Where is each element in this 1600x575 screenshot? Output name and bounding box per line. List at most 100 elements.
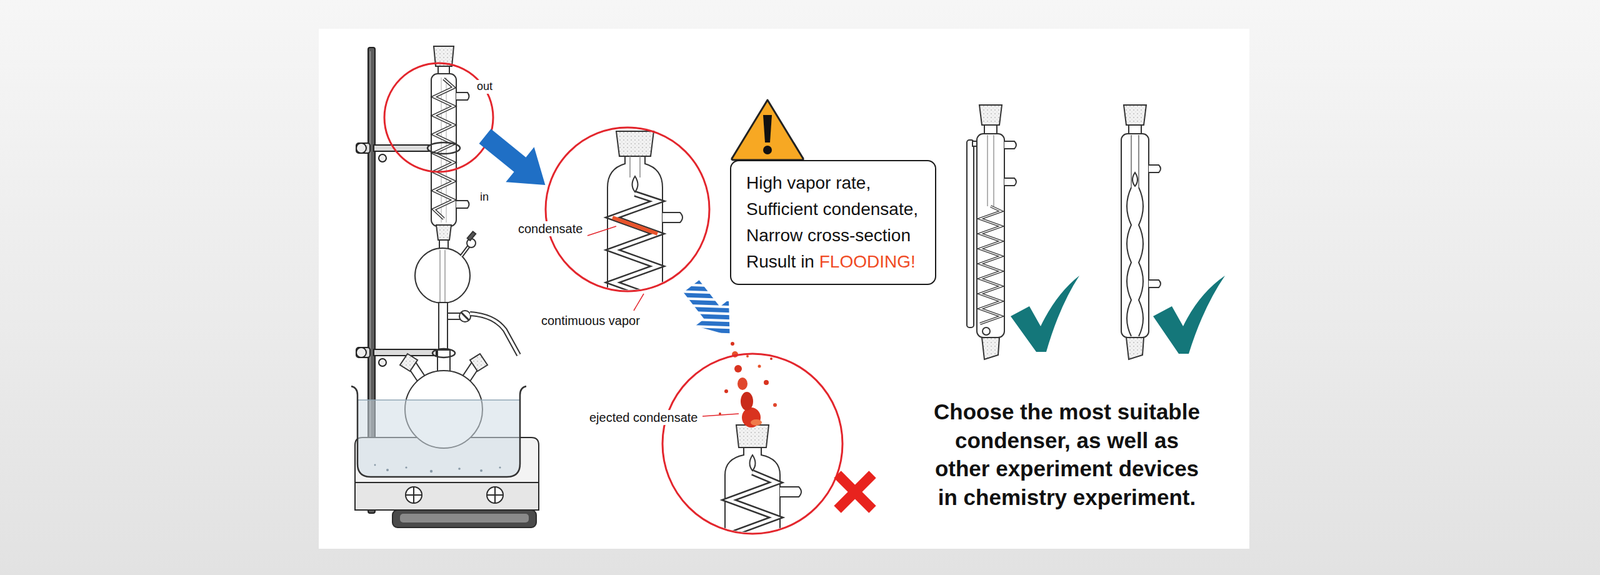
check-mark — [1153, 275, 1225, 354]
ejected-condensate-splash — [750, 419, 762, 426]
alert-text: FLOODING! — [819, 251, 916, 272]
round-flask — [400, 353, 418, 372]
coil-condenser — [982, 327, 990, 335]
condenser-detail — [607, 156, 663, 300]
condenser-detail — [629, 156, 631, 178]
flooding-detail — [750, 455, 756, 471]
hotplate — [405, 486, 422, 504]
zoom-circle — [662, 353, 843, 534]
wrong-mark — [837, 474, 873, 510]
ejected-condensate-splash — [740, 391, 754, 411]
coil-condenser — [966, 140, 974, 328]
text-line: Narrow cross-section — [746, 222, 920, 249]
coil-condenser — [993, 135, 995, 207]
callout-label: condensate — [516, 221, 585, 237]
flooding-detail — [725, 447, 802, 553]
text-line: High vapor rate, — [746, 170, 920, 197]
port-label: in — [478, 190, 491, 205]
bulb-condenser — [1148, 165, 1161, 173]
coil-condenser — [980, 206, 1002, 324]
ejected-condensate-splash — [773, 403, 777, 407]
addition-funnel — [461, 312, 469, 320]
bulb-condenser — [1126, 337, 1144, 360]
coil-condenser — [446, 77, 447, 223]
addition-funnel — [415, 231, 519, 355]
text-line: Rusult inFLOODING! — [746, 248, 920, 275]
bulb-condenser — [1123, 105, 1147, 125]
addition-funnel — [459, 310, 471, 322]
coil-condenser — [984, 125, 997, 134]
warning-text: Sufficient condensate, — [746, 199, 919, 219]
condenser-detail — [607, 131, 683, 300]
bulb-condenser — [1148, 280, 1161, 288]
coil-condenser — [980, 206, 1002, 324]
addition-funnel — [470, 313, 519, 355]
warning-text: High vapor rate, — [746, 173, 871, 193]
hotplate — [400, 513, 529, 523]
clamp — [378, 358, 387, 367]
ejected-condensate-splash — [724, 389, 729, 394]
advice-note: Choose the most suitable condenser, as w… — [929, 397, 1205, 512]
leader-line — [633, 293, 644, 311]
water-bath — [498, 466, 501, 469]
clamp — [356, 143, 370, 154]
warning-icon — [763, 145, 772, 155]
water-bath — [358, 399, 520, 401]
check-mark — [1010, 275, 1080, 352]
bulb-condenser — [1121, 105, 1161, 360]
clamp — [378, 154, 387, 162]
ejected-condensate-splash — [730, 341, 735, 346]
bulb-condenser — [1126, 187, 1132, 337]
ejected-condensate-splash — [737, 377, 748, 390]
port-label: out — [475, 80, 495, 94]
addition-funnel — [461, 246, 469, 257]
condenser-detail — [616, 131, 654, 157]
condenser-detail — [662, 212, 683, 223]
bulb-condenser — [1138, 187, 1144, 337]
condenser-detail — [612, 193, 658, 299]
coil-condenser — [456, 200, 470, 209]
ejected-condensate-splash — [746, 355, 749, 358]
check-mark — [1010, 275, 1225, 354]
clamp-jaw — [432, 348, 455, 358]
coil-condenser — [1004, 178, 1017, 186]
callout-label: contimuous vapor — [539, 313, 642, 329]
bulb-condenser — [1130, 135, 1132, 188]
bulb-condenser — [1138, 135, 1140, 188]
hotplate — [392, 510, 537, 528]
warning-text: Narrow cross-section — [746, 225, 911, 245]
wrong-mark — [837, 474, 873, 510]
panel — [318, 28, 1250, 549]
coil-condenser — [433, 78, 454, 219]
callout-label: ejected condensate — [587, 410, 700, 425]
warning-text: Rusult in — [746, 251, 815, 272]
condenser-detail — [632, 176, 639, 192]
clamp-jaw — [427, 142, 460, 154]
ejected-condensate-splash — [770, 357, 773, 360]
zoom-circle — [545, 127, 710, 292]
flooding-detail — [728, 472, 777, 553]
ejected-condensate-splash — [758, 365, 762, 369]
coil-condenser — [1004, 141, 1017, 149]
water-bath — [430, 470, 433, 473]
addition-funnel — [444, 250, 446, 304]
clamp — [373, 145, 432, 152]
condenser-detail — [612, 217, 658, 234]
clamp — [356, 347, 370, 358]
text-line: Sufficient condensate, — [746, 196, 920, 223]
addition-funnel — [467, 231, 477, 241]
wrong-mark — [837, 474, 873, 510]
warning-icon — [763, 115, 772, 143]
water-bath — [480, 469, 483, 472]
hotplate — [486, 486, 504, 504]
flooding-detail — [728, 472, 777, 553]
leader-line — [587, 226, 617, 236]
clamp-jaw — [432, 348, 455, 358]
water-bath — [351, 386, 527, 477]
coil-condenser — [979, 105, 1002, 125]
round-flask — [470, 353, 488, 372]
clamp — [373, 349, 437, 356]
water-bath — [458, 467, 461, 470]
